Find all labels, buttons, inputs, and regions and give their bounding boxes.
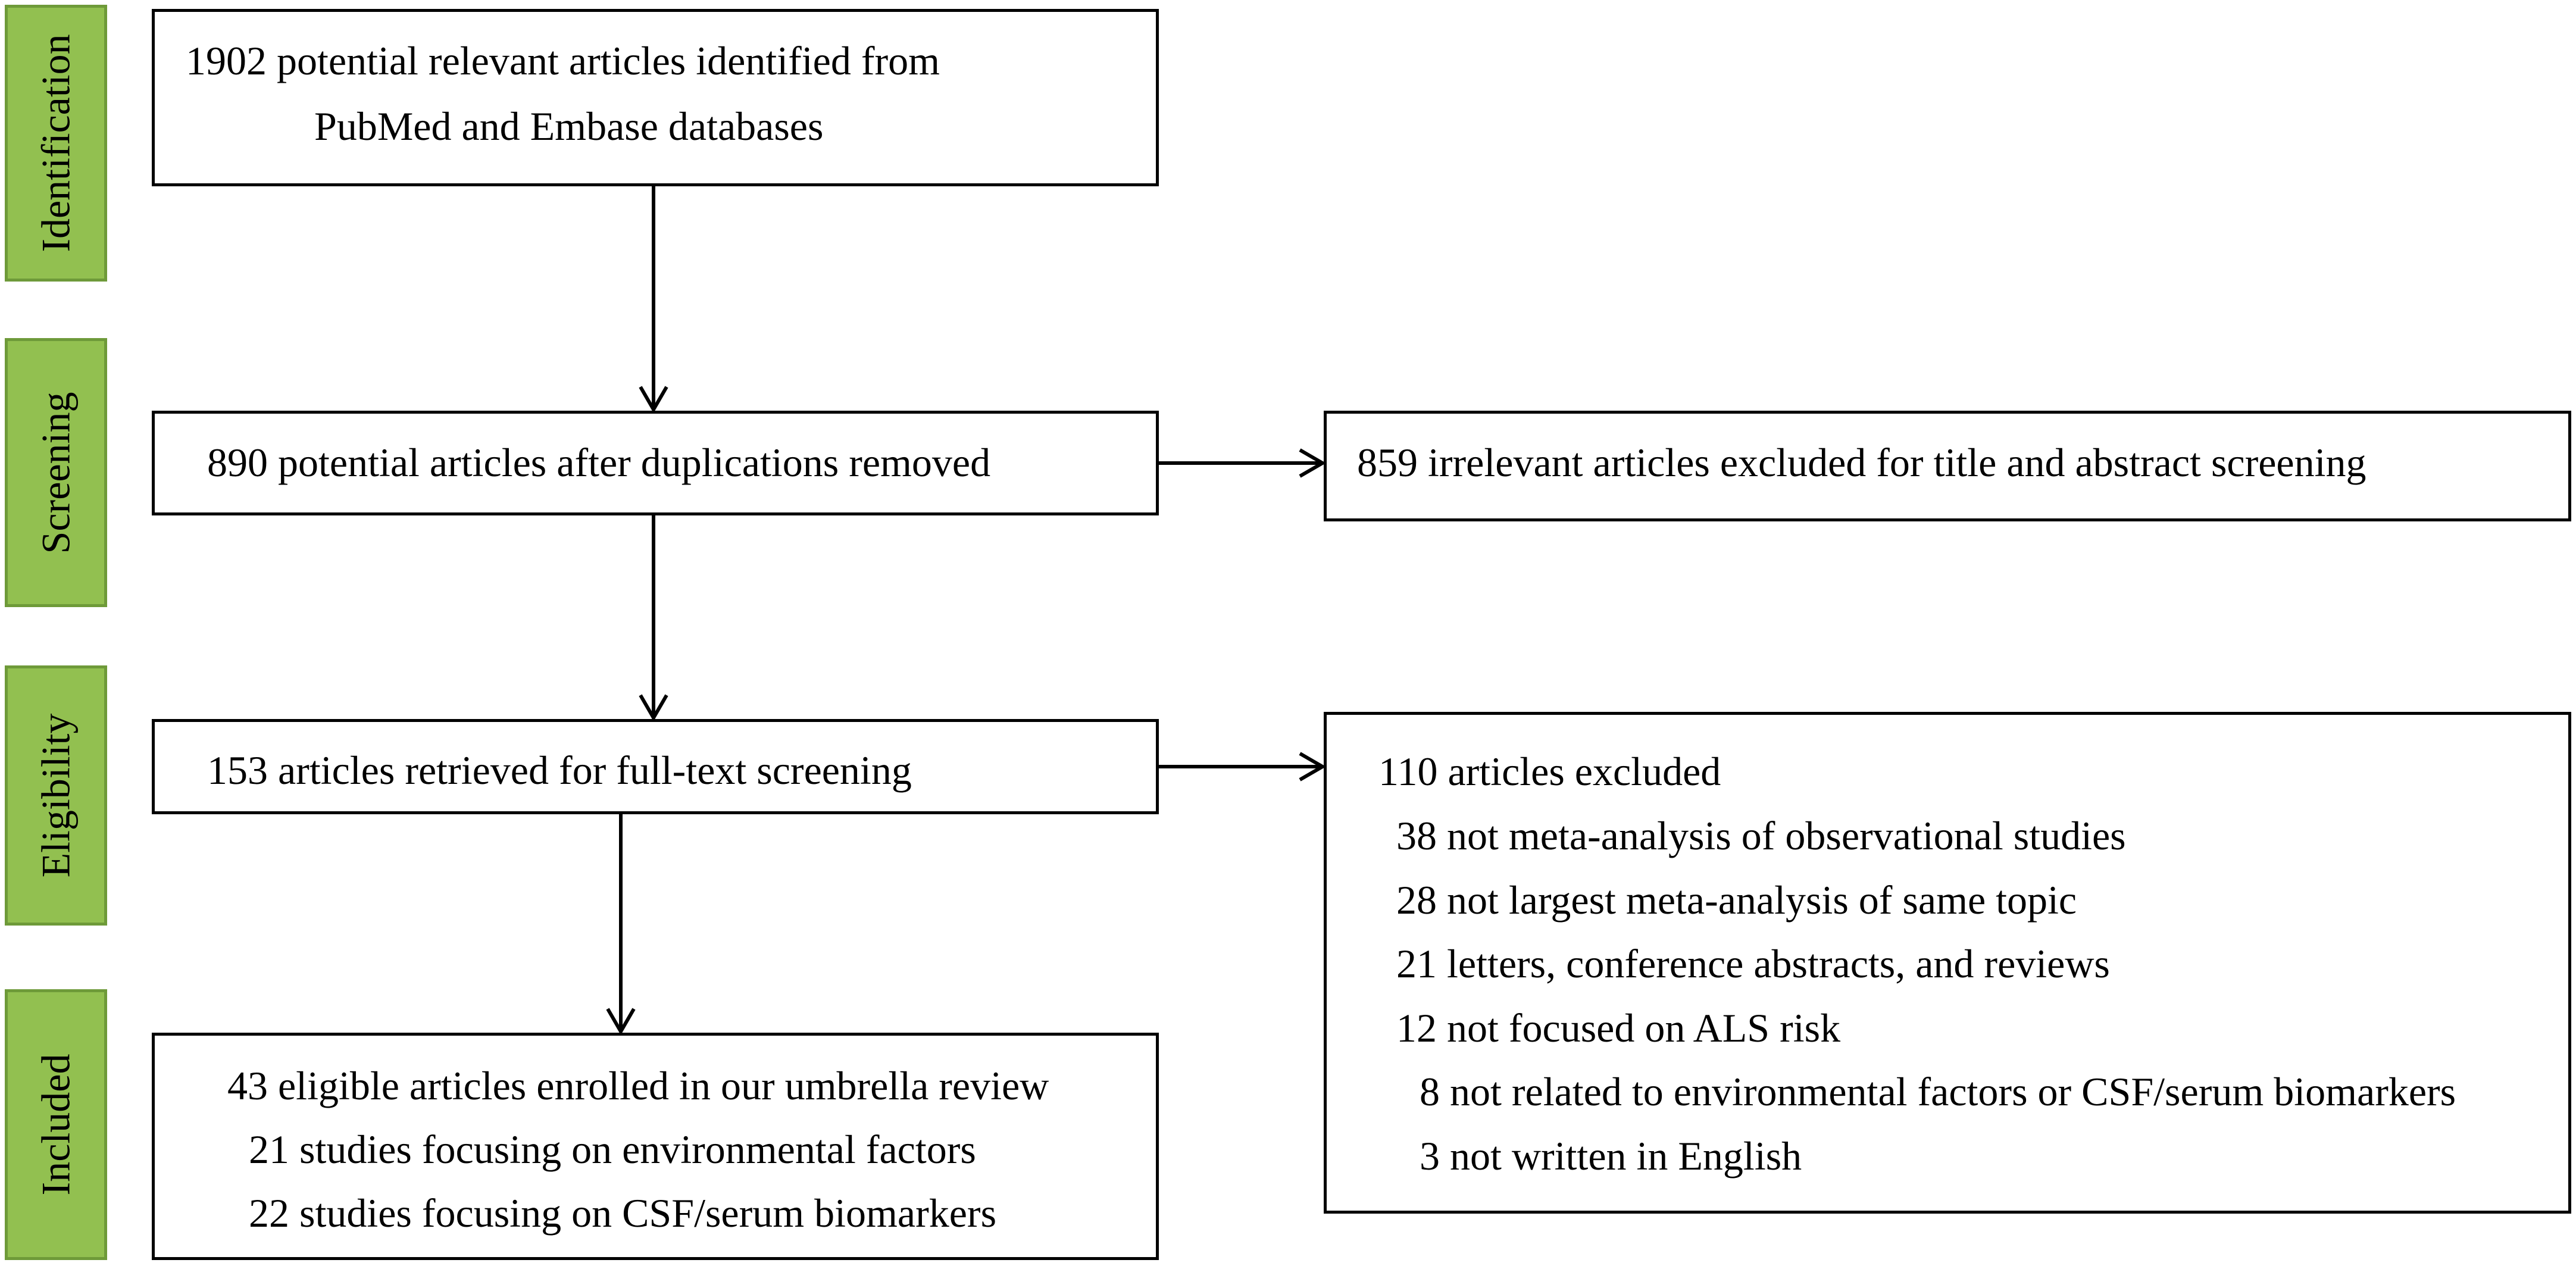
included-box (152, 1033, 1159, 1260)
phase-identification-label: Identification (5, 5, 107, 282)
arrow-eligibility-to-included (606, 814, 636, 1035)
eligibility-box (152, 719, 1159, 814)
phase-included-label: Included (5, 989, 107, 1260)
identification-line-1: 1902 potential relevant articles identif… (186, 38, 940, 83)
included-title: 43 eligible articles enrolled in our umb… (227, 1063, 1049, 1108)
arrow-eligibility-to-excluded (1159, 752, 1326, 782)
screening-excluded-text: 859 irrelevant articles excluded for tit… (1357, 440, 2366, 485)
included-item: 21 studies focusing on environmental fac… (249, 1127, 976, 1172)
phase-eligibility-label: Eligibility (5, 665, 107, 926)
screening-box (152, 411, 1159, 515)
exclusion-reason: 3 not written in English (1420, 1133, 1802, 1179)
arrow-screening-to-eligibility (639, 515, 668, 721)
identification-line-2: PubMed and Embase databases (314, 104, 824, 149)
eligibility-excluded-title: 110 articles excluded (1378, 749, 1721, 794)
eligibility-excluded-box (1324, 712, 2571, 1214)
screening-excluded-box (1324, 411, 2571, 521)
arrow-screening-to-excluded (1159, 448, 1326, 478)
exclusion-reason: 28 not largest meta-analysis of same top… (1396, 877, 2077, 923)
arrow-identification-to-screening (639, 186, 668, 413)
included-item: 22 studies focusing on CSF/serum biomark… (249, 1190, 997, 1236)
exclusion-reason: 38 not meta-analysis of observational st… (1396, 813, 2126, 858)
exclusion-reason: 12 not focused on ALS risk (1396, 1005, 1841, 1051)
exclusion-reason: 21 letters, conference abstracts, and re… (1396, 941, 2110, 986)
phase-screening-label: Screening (5, 338, 107, 607)
eligibility-text: 153 articles retrieved for full-text scr… (207, 748, 912, 793)
screening-text: 890 potential articles after duplication… (207, 440, 991, 485)
exclusion-reason: 8 not related to environmental factors o… (1420, 1069, 2456, 1114)
identification-box (152, 9, 1159, 186)
